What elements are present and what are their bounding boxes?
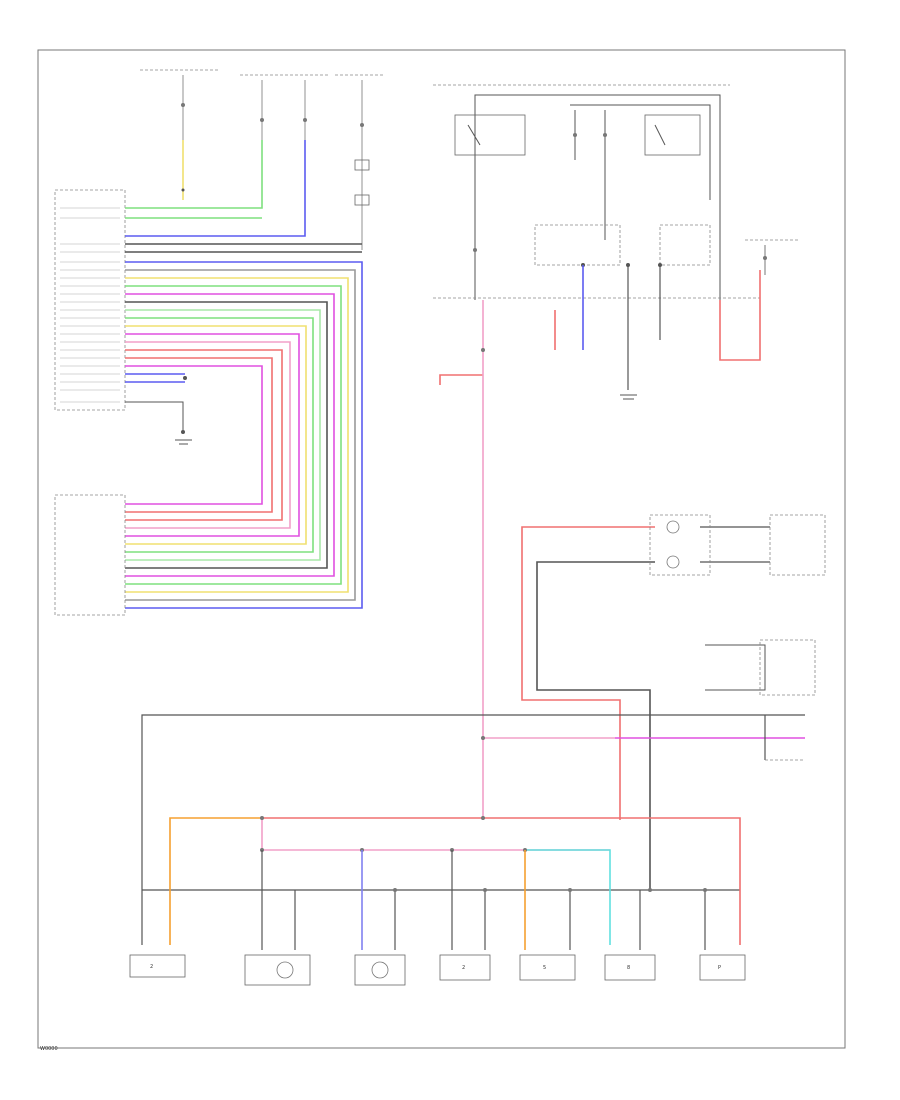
ipdm-output-wires [439,265,761,820]
bcm-power-wires [125,140,362,253]
door-switch [125,401,192,445]
distribution-red-pink [169,816,741,945]
diagram-frame [37,49,846,1049]
pkg-label: P [718,965,721,971]
c5-label: 5 [543,965,546,971]
connector-c8: 8 [604,954,656,981]
dl-switch-label: 2 [150,964,153,970]
combination-switch-harness [125,261,363,609]
connector-pkg: P [699,954,746,981]
ipdm-top-right [433,84,760,300]
connector-dl-switch: 2 [129,954,186,978]
connector-c2: 2 [439,954,491,981]
body-control-module [54,189,126,411]
bcm-pins [60,207,120,403]
fuse-block-left [140,69,385,250]
connector-front-unit [244,954,311,986]
bottom-connectors: 2 2 5 8 P [129,954,746,986]
page-code: W0000 [40,1046,58,1052]
connector-drops [261,850,707,950]
connector-shift-selector [354,954,406,986]
mid-right-components [521,514,826,890]
c2-label: 2 [462,965,465,971]
connector-c5: 5 [519,954,576,981]
c8-label: 8 [627,965,630,971]
relay-right [644,114,701,156]
relay-left [454,114,526,156]
fuse-right-small [745,239,800,275]
combination-switch-box [54,494,126,616]
